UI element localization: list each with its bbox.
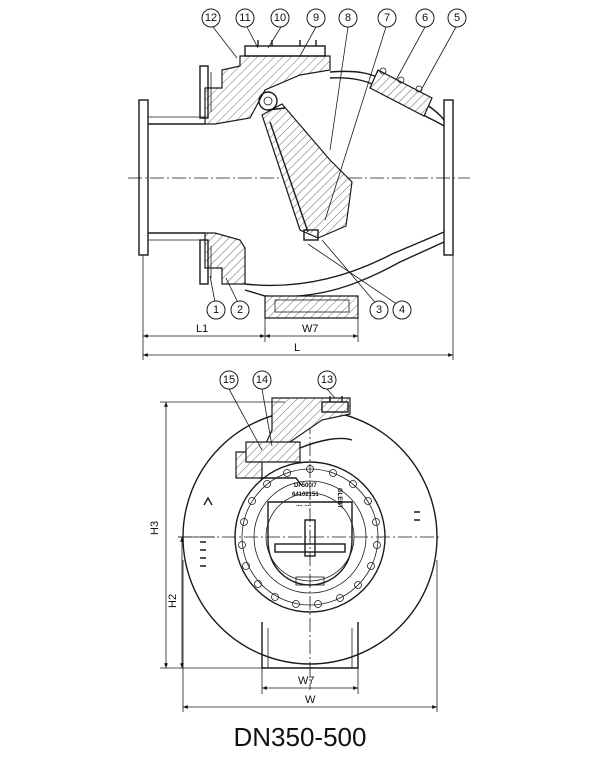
callout-3: 3: [369, 300, 389, 320]
svg-text:1: 1: [213, 304, 219, 316]
nameplate-line2: 64102151: [292, 492, 319, 498]
inlet-flange: [138, 99, 149, 256]
front-dimensions: H3 H2 W7 W: [149, 401, 438, 712]
nameplate-brand: GLERT: [336, 488, 342, 509]
side-view: [128, 40, 470, 319]
callout-2: 2: [230, 300, 250, 320]
model-title: DN350-500: [233, 722, 367, 752]
svg-text:11: 11: [239, 12, 250, 24]
callout-10: 10: [270, 8, 290, 28]
callout-6: 6: [415, 8, 435, 28]
callout-12: 12: [201, 8, 221, 28]
svg-text:9: 9: [313, 12, 319, 24]
svg-text:10: 10: [274, 12, 286, 24]
callout-1: 1: [206, 300, 226, 320]
swing-disc: [261, 103, 353, 239]
hinge-pin: [258, 91, 278, 111]
dim-H2: H2: [167, 594, 179, 608]
callout-4: 4: [392, 300, 412, 320]
nameplate-line3: .... ....: [296, 502, 311, 508]
svg-text:8: 8: [345, 12, 351, 24]
callout-15: 15: [219, 370, 239, 390]
svg-text:5: 5: [454, 12, 460, 24]
callout-14: 14: [252, 370, 272, 390]
front-view: DI 500/7 64102151 .... .... GLERT: [178, 396, 440, 690]
svg-text:13: 13: [321, 374, 333, 386]
callout-9: 9: [306, 8, 326, 28]
nameplate-line1: DI 500/7: [294, 483, 317, 489]
callout-11: 11: [235, 8, 255, 28]
side-leaders: [209, 26, 457, 308]
front-leaders: [228, 388, 336, 451]
svg-text:3: 3: [376, 304, 382, 316]
body-upper-wall: [204, 55, 331, 125]
side-callouts: 12 11 10 9 8 7 6 5 1 2 3 4: [201, 8, 467, 320]
callout-5: 5: [447, 8, 467, 28]
dim-W7-bottom: W7: [298, 675, 315, 687]
svg-text:2: 2: [237, 304, 243, 316]
svg-text:12: 12: [205, 12, 217, 24]
outlet-flange: [443, 99, 454, 256]
dim-H3: H3: [149, 521, 161, 535]
inspection-cover: [369, 69, 433, 117]
dim-L: L: [294, 342, 300, 354]
callout-8: 8: [338, 8, 358, 28]
dim-L1: L1: [196, 323, 208, 335]
support-leg: [261, 622, 359, 669]
svg-text:7: 7: [384, 12, 390, 24]
svg-text:15: 15: [223, 374, 235, 386]
bottom-boss: [264, 295, 359, 319]
front-callouts: 15 14 13: [219, 370, 337, 390]
side-dimensions: L1 W7 L: [142, 255, 454, 360]
dim-W: W: [305, 694, 316, 706]
svg-text:14: 14: [256, 374, 268, 386]
seat-ring: [199, 65, 209, 119]
dim-W7-top: W7: [302, 323, 319, 335]
svg-text:6: 6: [422, 12, 428, 24]
flange-bolts: [238, 465, 381, 608]
callout-13: 13: [317, 370, 337, 390]
nameplate: DI 500/7 64102151 .... .... GLERT: [292, 483, 342, 509]
svg-text:4: 4: [399, 304, 405, 316]
callout-7: 7: [377, 8, 397, 28]
